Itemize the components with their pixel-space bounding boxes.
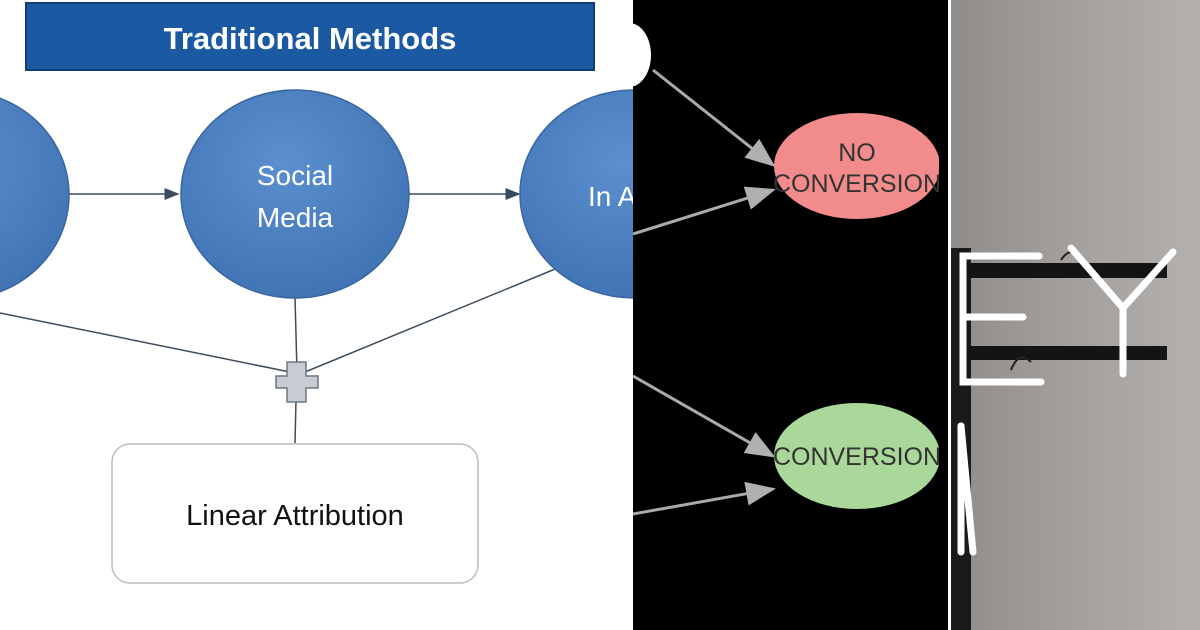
partial-node-white bbox=[633, 23, 651, 87]
edge-to-conversion-1 bbox=[633, 374, 776, 458]
header-title: Traditional Methods bbox=[164, 21, 457, 56]
neon-letter-n bbox=[957, 422, 977, 556]
attribution-diagram-canvas: Traditional Methods Social Media In A Li… bbox=[0, 2, 633, 584]
channel-node-in-app bbox=[519, 89, 633, 299]
panel-divider bbox=[948, 0, 951, 630]
conversion-graph-panel: NO CONVERSION CONVERSION bbox=[633, 0, 948, 630]
connector-left-channel bbox=[0, 312, 291, 373]
connector-in-app bbox=[304, 266, 561, 373]
social-media-label-line2: Media bbox=[257, 202, 334, 233]
neon-letter-y bbox=[1067, 244, 1177, 378]
mount-bar-lower bbox=[959, 346, 1167, 360]
graph-right-edge bbox=[939, 0, 948, 630]
conversion-node bbox=[774, 403, 940, 509]
edge-to-no-conversion-1 bbox=[652, 68, 776, 167]
conversion-label: CONVERSION bbox=[773, 443, 941, 471]
neon-letter-e bbox=[959, 252, 1045, 386]
neon-sign-canvas bbox=[951, 244, 1177, 630]
neon-sign-photo bbox=[951, 0, 1200, 630]
wire-1 bbox=[1010, 356, 1032, 371]
linear-attribution-label: Linear Attribution bbox=[186, 500, 404, 532]
no-conversion-label-line2: CONVERSION bbox=[773, 170, 941, 198]
connector-to-linear-attribution bbox=[294, 399, 297, 444]
edge-to-no-conversion-2 bbox=[633, 186, 776, 236]
connector-social-media bbox=[294, 297, 298, 373]
edge-to-conversion-2 bbox=[633, 481, 776, 516]
mount-bar-upper bbox=[959, 263, 1167, 278]
overlap-blob bbox=[626, 29, 633, 81]
channel-node-left bbox=[0, 97, 70, 293]
no-conversion-label-line1: NO bbox=[838, 139, 876, 167]
in-app-label: In A bbox=[588, 181, 633, 212]
no-conversion-node bbox=[774, 113, 940, 219]
social-media-label-line1: Social bbox=[257, 160, 333, 191]
channel-node-social-media bbox=[180, 89, 410, 299]
plus-icon bbox=[275, 361, 319, 403]
linear-attribution-box bbox=[111, 443, 479, 584]
header-bar bbox=[25, 2, 595, 71]
traditional-methods-diagram: Traditional Methods Social Media In A Li… bbox=[0, 2, 633, 584]
conversion-graph-canvas: NO CONVERSION CONVERSION bbox=[633, 0, 948, 630]
